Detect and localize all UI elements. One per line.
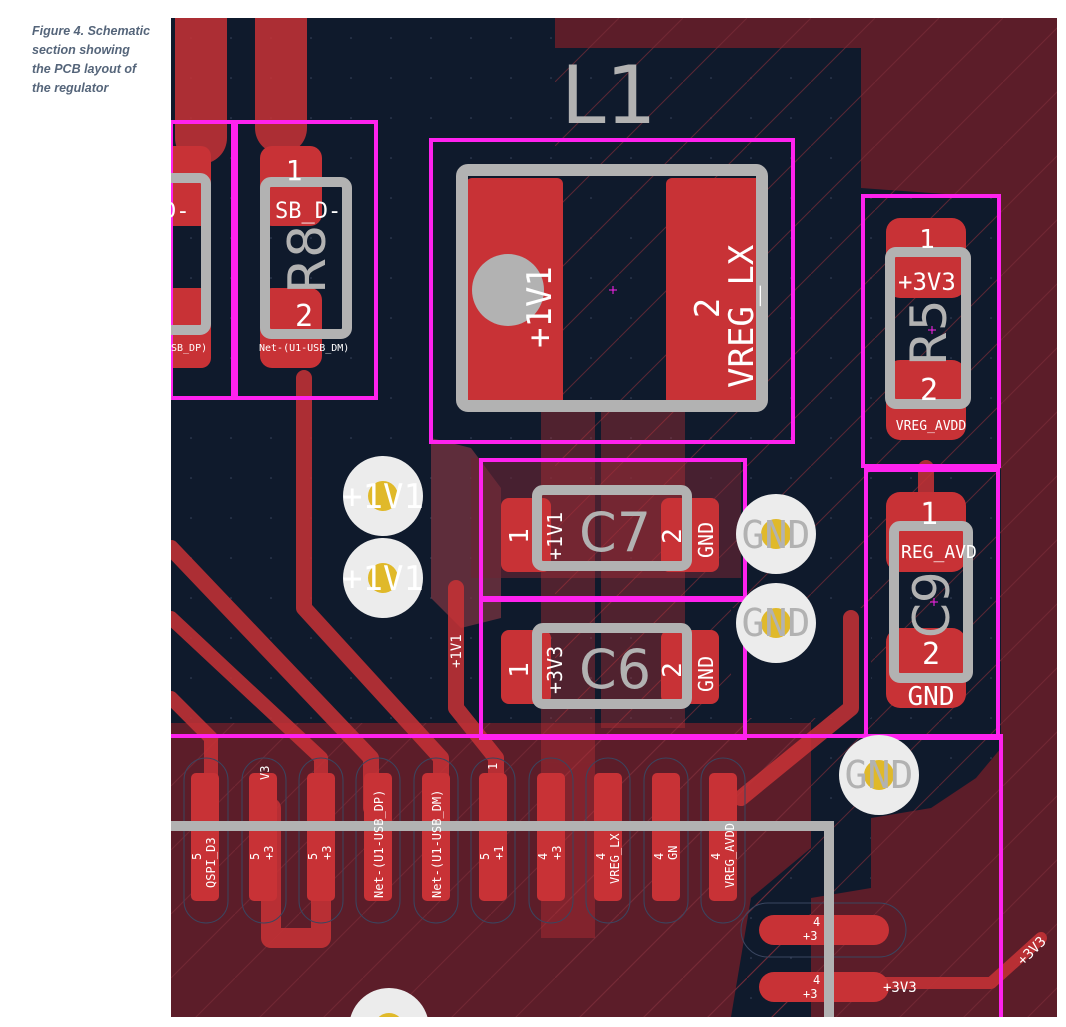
r8-pad2-number: 2	[295, 299, 313, 334]
c6-pad2-net: GND	[694, 656, 718, 692]
via-label: GND	[742, 513, 811, 557]
l1-pad1-net: +1V1	[520, 266, 560, 348]
u1-courtyard	[171, 734, 1003, 1017]
u1-pin-number: 5	[478, 853, 492, 860]
r8-reference: R8	[278, 225, 338, 294]
u1-pin-net: VREG_AVDD	[723, 823, 737, 888]
u1-pin-pad	[652, 773, 680, 901]
u1-pin-number: 4	[536, 853, 550, 860]
bottom-pad-number: 4	[813, 973, 820, 987]
r8-pad1-net: SB_D-	[275, 199, 341, 224]
r5-pad1-number: 1	[919, 225, 935, 255]
u1-pin-net: QSPI_D3	[204, 837, 218, 888]
r7-footprint	[171, 120, 235, 400]
c7-pad2-net: GND	[694, 522, 718, 558]
u1-pin-pad	[594, 773, 622, 901]
u1-pin-net: +3	[320, 846, 334, 860]
c7-footprint	[479, 458, 747, 600]
u1-pin-net: GN	[666, 846, 680, 860]
u1-pin-net: Net-(U1-USB_DP)	[372, 790, 386, 898]
u1-pin-pad	[422, 773, 450, 901]
u1-pin-pad	[537, 773, 565, 901]
u1-pin-net: +3	[550, 846, 564, 860]
r8-footprint	[234, 120, 378, 400]
c7-pad2-number: 2	[658, 528, 688, 544]
u1-pin-top-label: V3	[258, 766, 272, 780]
u1-pin-net: +3	[262, 846, 276, 860]
u1-pin-number: 5	[248, 853, 262, 860]
r5-pad1-net: +3V3	[898, 268, 956, 296]
c7-pad1-net: +1V1	[543, 512, 567, 560]
bottom-pad-net: +3	[803, 929, 817, 943]
r5-pad2-net: VREG_AVDD	[896, 419, 967, 434]
u1-pins	[183, 757, 746, 924]
trace-label: +3V3	[883, 980, 917, 996]
c9-reference: C9	[903, 571, 961, 638]
u1-pin-net: +1	[492, 846, 506, 860]
l1-reference: L1	[561, 49, 656, 142]
c9-pad1-number: 1	[920, 497, 938, 532]
c6-reference: C6	[579, 638, 651, 701]
u1-pin-number: 5	[190, 853, 204, 860]
c9-footprint	[864, 468, 1000, 740]
c9-pad2-net: GND	[908, 682, 955, 712]
c7-pad1-number: 1	[505, 528, 535, 544]
r5-pad2-number: 2	[920, 373, 938, 408]
c9-pad1-net: REG_AVD	[901, 542, 977, 563]
u1-pin-net: VREG_LX	[608, 833, 622, 884]
c6-pad1-number: 1	[505, 662, 535, 678]
c7-reference: C7	[579, 501, 651, 564]
u1-pin-pad	[249, 773, 277, 901]
vias	[343, 456, 919, 1017]
u1-pin-number: 5	[306, 853, 320, 860]
r7-pad2-net: SB_DP)	[171, 343, 207, 354]
via-label: GND	[742, 601, 811, 645]
trace-label: +1V1	[449, 634, 465, 668]
c9-pad2-number: 2	[922, 637, 940, 672]
u1-pin-pad	[364, 773, 392, 901]
bottom-pad-number: 4	[813, 915, 820, 929]
figure-caption: Figure 4. Schematic section showing the …	[32, 24, 151, 95]
u1-pin-pad	[191, 773, 219, 901]
u1-pin-number: 4	[594, 853, 608, 860]
bottom-pad-net: +3	[803, 987, 817, 1001]
via-partial	[350, 988, 428, 1017]
u1-pin-pad	[307, 773, 335, 901]
r8-pad1-number: 1	[286, 154, 303, 187]
u1-pin-number: 4	[709, 853, 723, 860]
u1-pin-pad	[709, 773, 737, 901]
r8-pad2-net: Net-(U1-USB_DM)	[259, 343, 349, 354]
l1-footprint	[429, 138, 795, 444]
u1-pin-top-label: 1	[486, 763, 500, 770]
via-label: +1V1	[342, 477, 424, 517]
l1-pad2-net: VREG_LX	[722, 244, 762, 388]
pcb-layout-view: L1 C7 C6 R8 R5 C9 1 SB_D- 2 Net-(U1-USB_…	[171, 18, 1057, 1017]
r5-reference: R5	[900, 299, 958, 366]
u1-silkscreen-outline	[171, 821, 834, 1017]
u1-pin-net: Net-(U1-USB_DM)	[430, 790, 444, 898]
r7-pad1-net: D-	[171, 199, 190, 224]
l1-pin1-marker-icon	[472, 254, 544, 326]
l1-pad2-number: 2	[688, 298, 728, 318]
c6-pad1-net: +3V3	[543, 646, 567, 694]
via-label: +1V1	[342, 559, 424, 599]
r5-footprint	[861, 194, 1001, 468]
u1-pin-number: 4	[652, 853, 666, 860]
u1-pin-labels: 5 QSPI_D3 5 +3 5 +3 Net-(U1-USB_DP) Net-…	[190, 790, 737, 898]
u1-pin-pad	[479, 773, 507, 901]
c6-pad2-number: 2	[658, 662, 688, 678]
via-label: GND	[845, 753, 914, 797]
